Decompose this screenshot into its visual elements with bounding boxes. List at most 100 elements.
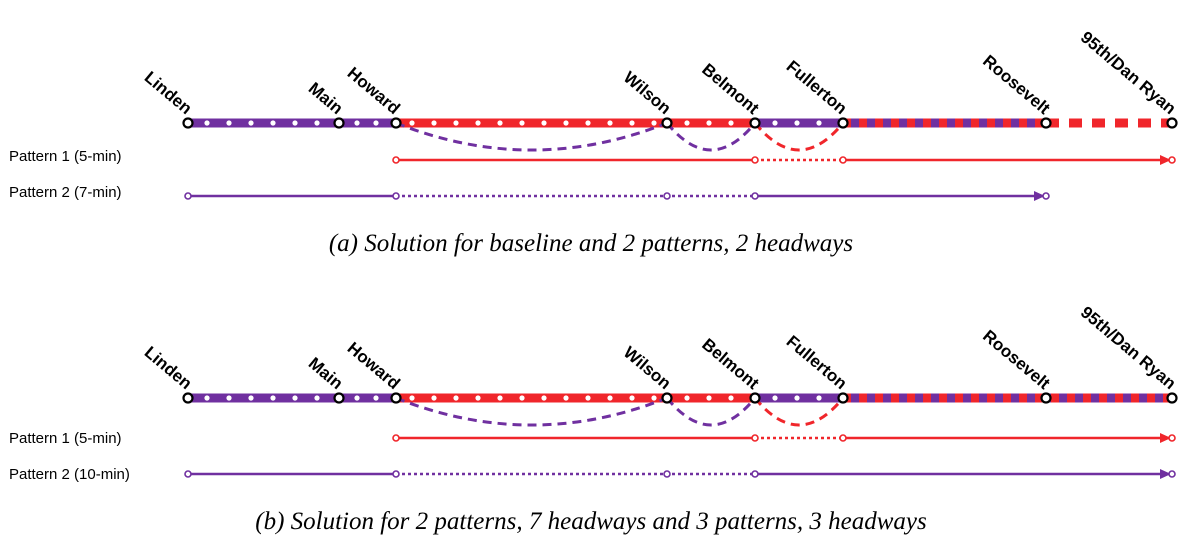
minor-stop [373,120,379,126]
station-stop-fullerton [837,392,849,404]
minor-stop [453,120,459,126]
station-label-wilson: Wilson [620,343,675,393]
minor-stop [431,120,437,126]
express-arc-wilson-belmont [665,122,757,152]
station-stop-linden [182,392,194,404]
minor-stop [292,120,298,126]
express-arc-wilson-belmont [665,397,757,427]
pattern-2-stop [392,470,400,478]
express-arc-howard-wilson [395,121,668,152]
pattern-2-label: Pattern 2 (10-min) [9,466,130,483]
minor-stop [772,120,778,126]
pattern-1-stop [839,156,847,164]
minor-stop [794,395,800,401]
station-stop-linden [182,117,194,129]
patterns-b: Pattern 1 (5-min) Pattern 2 (10-min) [9,430,1176,483]
minor-stop [728,395,734,401]
minor-stop [519,120,525,126]
minor-stop [314,120,320,126]
minor-stop [816,120,822,126]
pattern-1-stop [1168,156,1176,164]
minor-stop [204,120,210,126]
pattern-1-stop [751,156,759,164]
station-stop-belmont [749,392,761,404]
station-stop-wilson [661,392,673,404]
minor-stop [354,395,360,401]
pattern-1-stop [751,434,759,442]
station-label-howard: Howard [344,338,404,393]
station-stop-wilson [661,117,673,129]
minor-stop [292,395,298,401]
minor-stop [607,120,613,126]
station-stop-fullerton [837,117,849,129]
express-arc-belmont-fullerton [753,397,845,427]
minor-stop [226,395,232,401]
minor-stop [409,395,415,401]
minor-stop [354,120,360,126]
minor-stop [314,395,320,401]
minor-stop [519,395,525,401]
minor-stop [794,120,800,126]
station-label-main: Main [305,79,347,118]
minor-stop [373,395,379,401]
station-stop-belmont [749,117,761,129]
minor-stop [475,395,481,401]
minor-stop [706,395,712,401]
minor-stop [684,120,690,126]
pattern-1-label: Pattern 1 (5-min) [9,430,122,447]
pattern-2-stop [663,470,671,478]
minor-stop [497,395,503,401]
minor-stop [651,395,657,401]
minor-stop [563,395,569,401]
station-label-roosevelt: Roosevelt [979,326,1054,393]
minor-stop [248,395,254,401]
station-label-belmont: Belmont [698,60,763,118]
minor-stop [475,120,481,126]
minor-stop [563,120,569,126]
station-stop-95th-dan-ryan [1166,392,1178,404]
pattern-2-stop [751,192,759,200]
minor-stop [248,120,254,126]
station-label-wilson: Wilson [620,68,675,118]
station-label-main: Main [305,354,347,393]
pattern-2-stop [392,192,400,200]
patterns-a: Pattern 1 (5-min) Pattern 2 (7-min) [9,148,1176,201]
minor-stop [226,120,232,126]
stops-a [182,117,1178,129]
minor-stop [684,395,690,401]
pattern-2-arrowhead [1034,191,1045,201]
minor-stop [541,120,547,126]
station-stop-95th-dan-ryan [1166,117,1178,129]
station-stop-howard [390,392,402,404]
minor-stop [453,395,459,401]
station-label-belmont: Belmont [698,335,763,393]
pattern-1-stop [1168,434,1176,442]
express-arcs-b [395,396,845,427]
pattern-2-stop [1042,192,1050,200]
station-label-fullerton: Fullerton [783,57,851,118]
station-label-95th-dan-ryan: 95th/Dan Ryan [1077,28,1180,118]
minor-stop [629,395,635,401]
minor-stop [270,395,276,401]
express-arc-belmont-fullerton [753,122,845,152]
caption-a: (a) Solution for baseline and 2 patterns… [329,230,853,257]
express-arc-howard-wilson [395,396,668,427]
pattern-1-stop [839,434,847,442]
station-stop-roosevelt [1040,117,1052,129]
station-stop-main [333,117,345,129]
pattern-1-label: Pattern 1 (5-min) [9,148,122,165]
station-stop-main [333,392,345,404]
pattern-2-stop [663,192,671,200]
station-label-linden: Linden [141,343,196,393]
station-stop-howard [390,117,402,129]
minor-stop [706,120,712,126]
station-label-roosevelt: Roosevelt [979,51,1054,118]
minor-stop [607,395,613,401]
pattern-1-arrowhead [1160,155,1171,165]
pattern-2-stop [751,470,759,478]
